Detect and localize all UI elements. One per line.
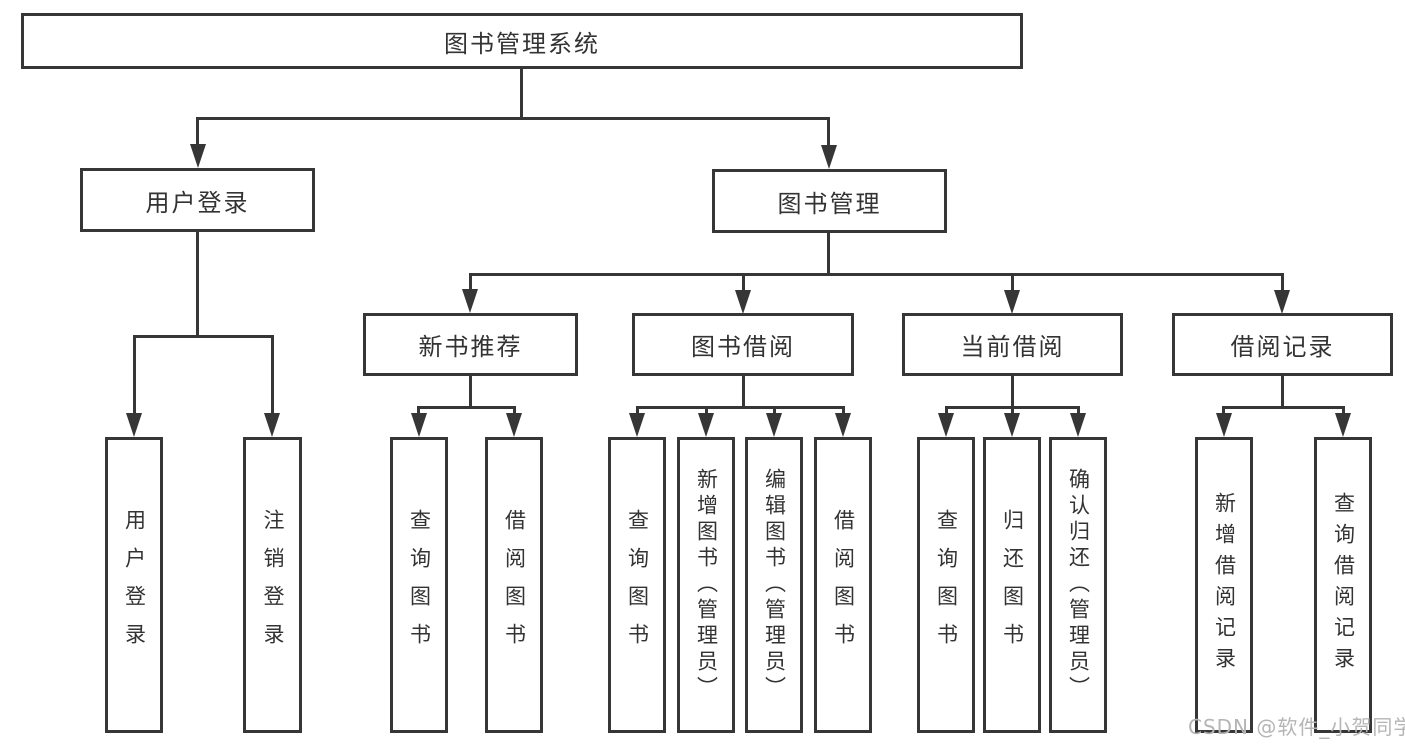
arrowhead-icon	[735, 290, 751, 314]
connector-line	[1011, 375, 1014, 407]
arrowhead-icon	[190, 144, 206, 168]
connector-line	[417, 406, 516, 409]
node-cb-return-book: 归还图书	[983, 437, 1041, 733]
connector-line	[133, 335, 274, 338]
node-cb-confirm-return-admin: 确认归还（管理员）	[1049, 437, 1107, 733]
arrowhead-icon	[938, 413, 954, 437]
node-book-borrow: 图书借阅	[632, 313, 854, 376]
arrowhead-icon	[766, 413, 782, 437]
node-bb-query-book: 查询图书	[608, 437, 666, 733]
connector-line	[945, 406, 948, 417]
connector-line	[1222, 406, 1345, 409]
node-br-add-record: 新增借阅记录	[1195, 437, 1253, 733]
connector-line	[827, 117, 830, 148]
arrowhead-icon	[1335, 413, 1351, 437]
arrowhead-icon	[1004, 413, 1020, 437]
connector-line	[469, 273, 1284, 276]
arrowhead-icon	[126, 413, 142, 437]
arrowhead-icon	[698, 413, 714, 437]
arrowhead-icon	[1216, 413, 1232, 437]
connector-line	[196, 117, 830, 120]
connector-line	[469, 273, 472, 293]
connector-line	[1281, 375, 1284, 407]
connector-line	[520, 69, 523, 119]
arrowhead-icon	[411, 413, 427, 437]
arrowhead-icon	[506, 413, 522, 437]
connector-line	[742, 375, 745, 407]
arrowhead-icon	[1070, 413, 1086, 437]
arrowhead-icon	[462, 289, 478, 313]
arrowhead-icon	[264, 413, 280, 437]
node-nb-borrow-book: 借阅图书	[485, 437, 543, 733]
connector-line	[742, 273, 745, 293]
node-borrow-record: 借阅记录	[1172, 313, 1393, 376]
node-user-login: 用户登录	[80, 168, 315, 232]
node-bb-edit-book-admin: 编辑图书（管理员）	[745, 437, 803, 733]
connector-line	[133, 335, 136, 417]
node-book-management: 图书管理	[712, 169, 947, 233]
connector-line	[513, 406, 516, 417]
connector-line	[417, 406, 420, 417]
arrowhead-icon	[629, 413, 645, 437]
connector-line	[1281, 273, 1284, 293]
node-user-login-leaf: 用户登录	[105, 437, 163, 733]
node-current-borrow: 当前借阅	[902, 313, 1123, 376]
connector-line	[1077, 406, 1080, 417]
connector-line	[1342, 406, 1345, 417]
node-br-query-record: 查询借阅记录	[1314, 437, 1372, 733]
node-bb-add-book-admin: 新增图书（管理员）	[677, 437, 735, 733]
node-new-book-recommend: 新书推荐	[363, 313, 578, 376]
node-logout-leaf: 注销登录	[243, 437, 302, 733]
connector-line	[827, 233, 830, 275]
node-nb-query-book: 查询图书	[390, 437, 448, 733]
node-cb-query-book: 查询图书	[917, 437, 975, 733]
connector-line	[1011, 273, 1014, 293]
connector-line	[196, 232, 199, 337]
csdn-watermark: CSDN @软件_小贺同学	[1188, 715, 1405, 739]
connector-line	[636, 406, 845, 409]
node-library-system: 图书管理系统	[21, 13, 1023, 69]
connector-line	[636, 406, 639, 417]
connector-line	[773, 406, 776, 417]
arrowhead-icon	[835, 413, 851, 437]
arrowhead-icon	[1004, 290, 1020, 314]
connector-line	[842, 406, 845, 417]
connector-line	[1011, 406, 1014, 417]
connector-line	[271, 335, 274, 417]
connector-line	[1222, 406, 1225, 417]
node-bb-borrow-book: 借阅图书	[814, 437, 872, 733]
connector-line	[469, 375, 472, 407]
arrowhead-icon	[1274, 290, 1290, 314]
connector-line	[196, 117, 199, 148]
connector-line	[705, 406, 708, 417]
arrowhead-icon	[821, 145, 837, 169]
